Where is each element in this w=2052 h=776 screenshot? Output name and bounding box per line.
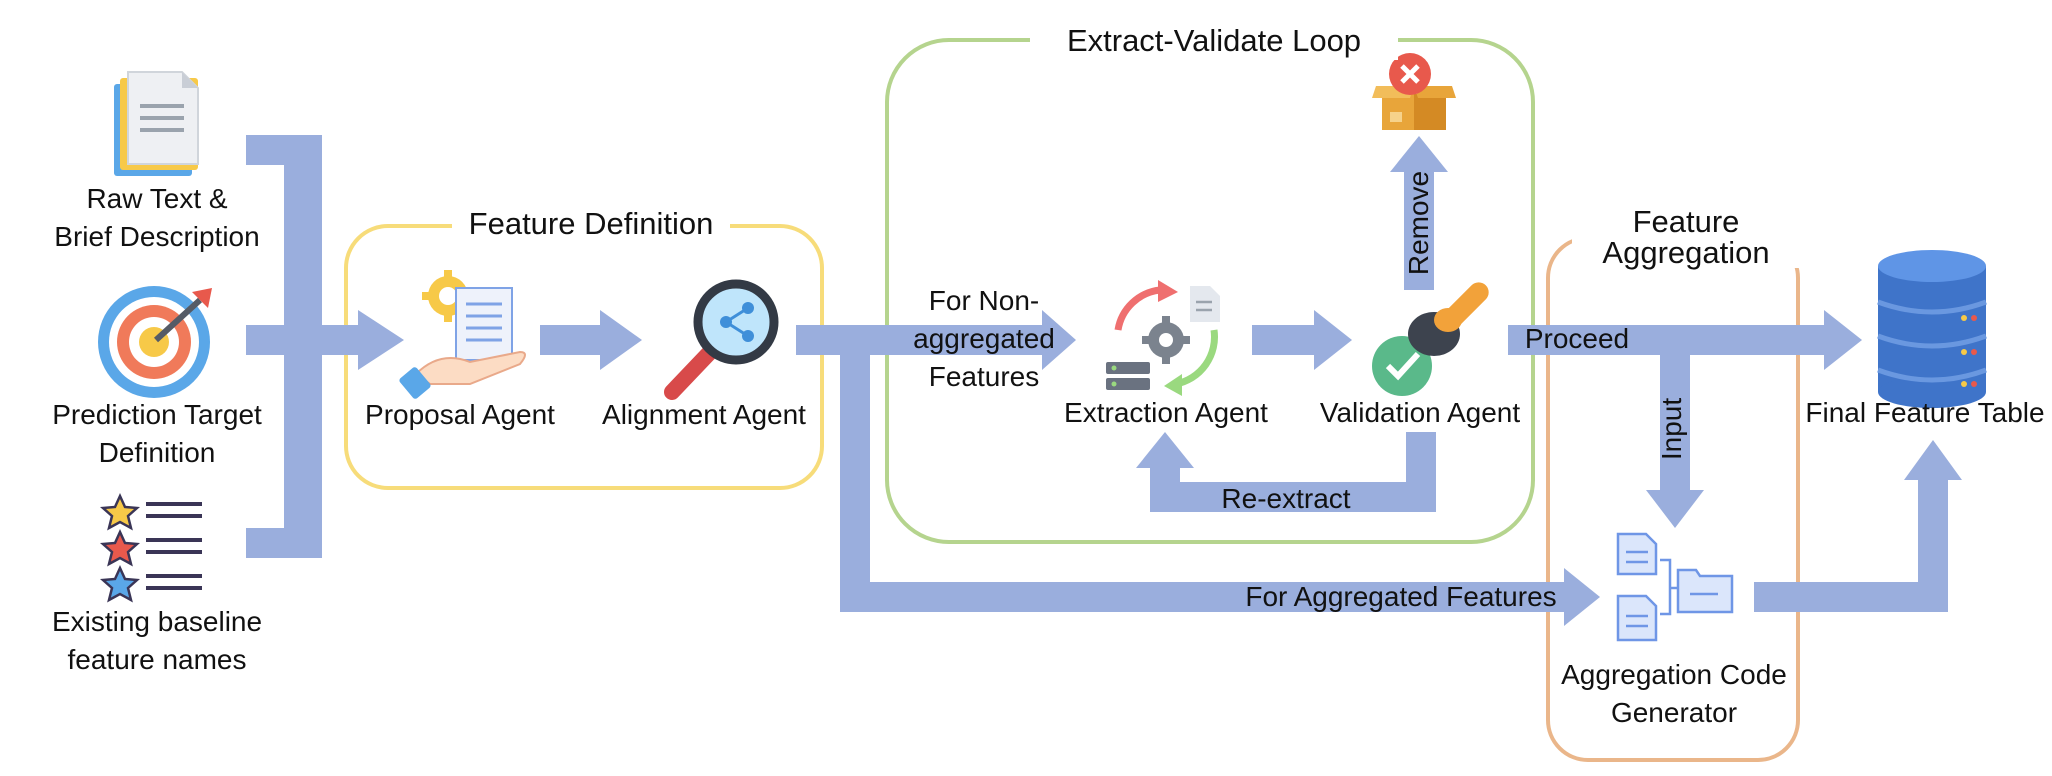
output-up-bar xyxy=(1918,478,1948,612)
proceed-label: Proceed xyxy=(1524,323,1630,354)
bracket-bottom xyxy=(246,528,322,558)
proposal-agent-label: Proposal Agent xyxy=(365,399,555,430)
aggregation-generator-label-line1: Aggregation Code xyxy=(1561,659,1787,690)
re-extract-up xyxy=(1150,466,1180,512)
extract-validate-loop-title: Extract-Validate Loop xyxy=(1030,22,1398,60)
feature-aggregation-title-line2: Aggregation xyxy=(1602,235,1770,270)
feature-aggregation-title: Feature Aggregation xyxy=(1572,206,1800,268)
non-aggregated-label-line3: Features xyxy=(928,361,1040,392)
raw-text-label: Raw Text & Brief Description xyxy=(20,180,294,256)
aggregation-generator-label: Aggregation Code Generator xyxy=(1546,656,1802,732)
arrow-extraction-to-validation xyxy=(1314,310,1352,370)
removed-box-icon xyxy=(1372,53,1456,130)
arrow-proposal-to-alignment xyxy=(600,310,642,370)
for-aggregated-label: For Aggregated Features xyxy=(1245,581,1557,612)
file-tree-icon xyxy=(1616,532,1734,642)
magnifier-icon xyxy=(664,279,779,400)
feature-definition-title: Feature Definition xyxy=(452,205,730,243)
aggregation-generator-label-line2: Generator xyxy=(1610,697,1738,728)
flow-arrows xyxy=(246,135,1962,626)
raw-text-label-line1: Raw Text & xyxy=(86,183,228,214)
input-bar xyxy=(1660,350,1690,492)
bracket-top xyxy=(246,135,322,165)
arrow-input xyxy=(1646,490,1704,528)
non-aggregated-label-line2: aggregated xyxy=(913,323,1055,354)
re-extract-bottom xyxy=(1150,482,1436,512)
branch-aggregated xyxy=(840,582,1566,612)
target-icon xyxy=(98,286,212,398)
definition-output-bar xyxy=(796,325,1044,355)
arrow-into-loop xyxy=(1042,310,1076,370)
arrow-remove xyxy=(1390,136,1448,172)
non-aggregated-label-line1: For Non- xyxy=(928,285,1040,316)
database-icon xyxy=(1877,250,1987,408)
branch-down xyxy=(840,350,870,610)
baseline-features-label: Existing baseline feature names xyxy=(20,603,294,679)
arrow-re-extract xyxy=(1136,432,1194,468)
arrow-into-final-table xyxy=(1904,440,1962,480)
prediction-target-label-line1: Prediction Target xyxy=(52,399,262,430)
re-extract-label: Re-extract xyxy=(1221,483,1351,514)
arrow-into-aggregation-generator xyxy=(1564,568,1600,626)
extraction-gear-icon xyxy=(1106,280,1220,396)
proposal-hand-icon xyxy=(399,270,526,399)
arrow-proceed xyxy=(1824,310,1862,370)
validation-agent-label: Validation Agent xyxy=(1319,397,1521,428)
prediction-target-label-line2: Definition xyxy=(98,437,216,468)
generator-output-bar xyxy=(1754,582,1948,612)
final-feature-table-label: Final Feature Table xyxy=(1805,397,2045,428)
prediction-target-label: Prediction Target Definition xyxy=(20,396,294,472)
starred-list-icon xyxy=(99,492,202,603)
raw-text-label-line2: Brief Description xyxy=(54,221,260,252)
non-aggregated-label: For Non- aggregated Features xyxy=(884,282,1084,396)
baseline-features-label-line1: Existing baseline xyxy=(51,606,263,637)
remove-label: Remove xyxy=(1403,170,1434,276)
feature-aggregation-title-line1: Feature xyxy=(1632,204,1740,239)
baseline-features-label-line2: feature names xyxy=(67,644,247,675)
input-label: Input xyxy=(1656,397,1687,461)
bracket-middle xyxy=(246,325,322,355)
document-icon xyxy=(114,71,199,176)
alignment-agent-label: Alignment Agent xyxy=(602,399,806,430)
extraction-agent-label: Extraction Agent xyxy=(1064,397,1268,428)
arrow-into-feature-definition xyxy=(358,310,404,370)
remove-bar xyxy=(1404,170,1434,290)
validation-stamp-icon xyxy=(1372,282,1489,396)
